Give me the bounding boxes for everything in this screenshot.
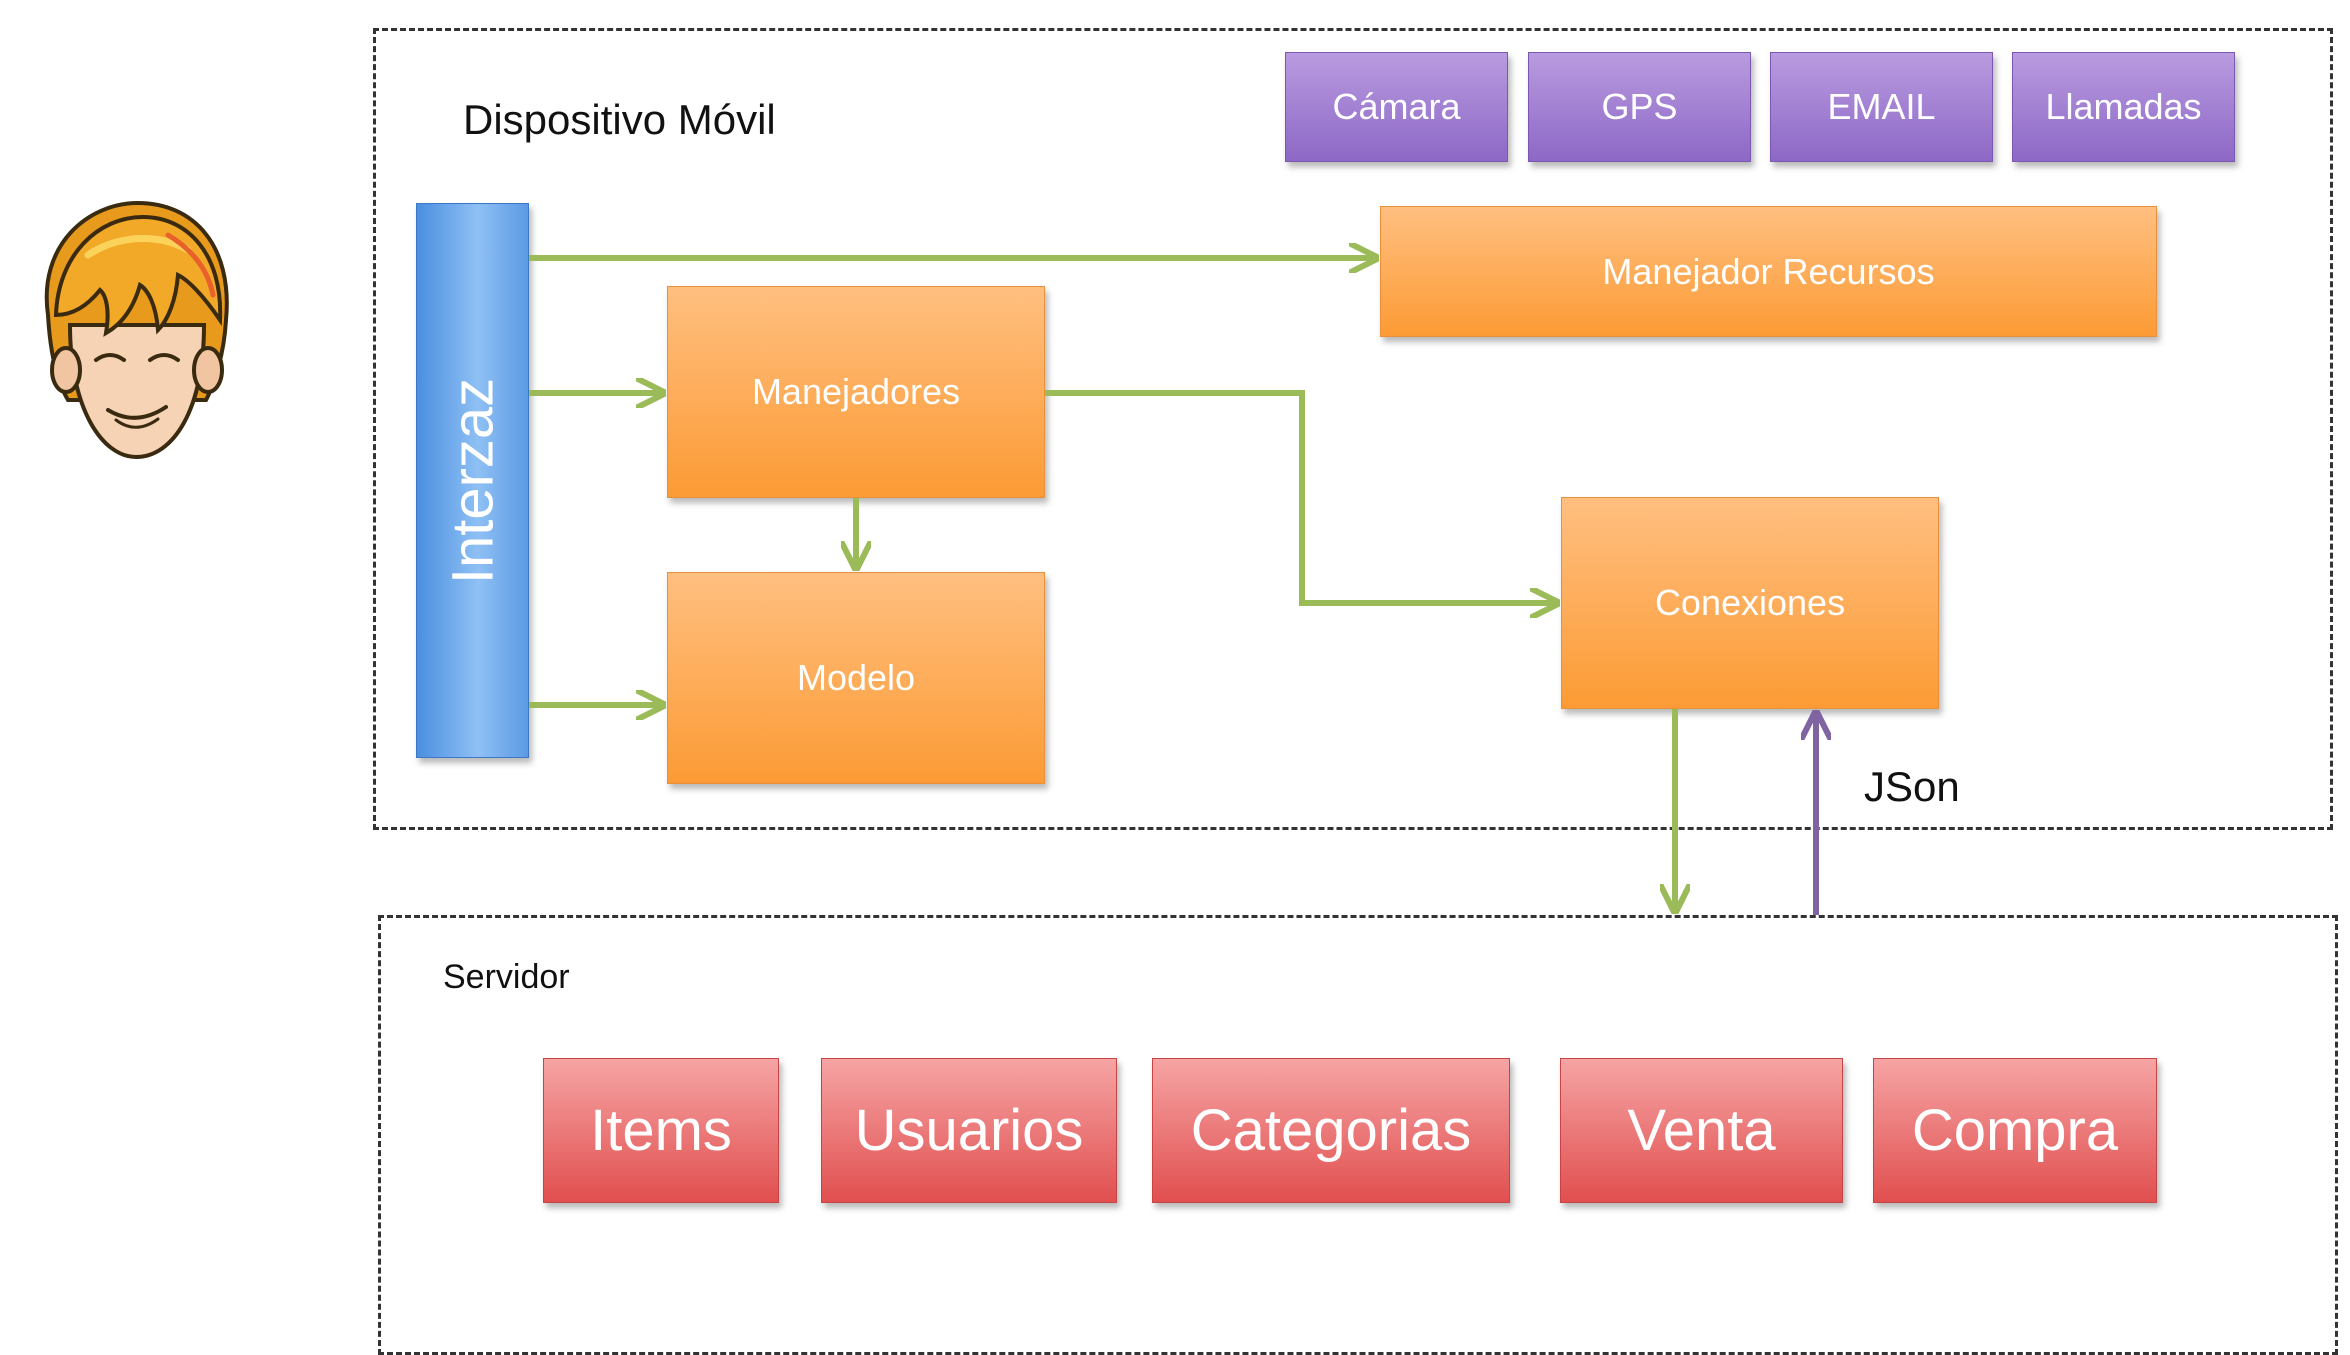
connections-box: Conexiones (1561, 497, 1939, 709)
resource-manager-box: Manejador Recursos (1380, 206, 2157, 337)
server-title: Servidor (443, 958, 570, 996)
users-module-box: Usuarios (821, 1058, 1117, 1203)
user-avatar-icon (28, 195, 238, 465)
categories-module-box: Categorias (1152, 1058, 1510, 1203)
camera-resource-box: Cámara (1285, 52, 1508, 162)
handlers-box: Manejadores (667, 286, 1045, 498)
mobile-device-container (373, 28, 2333, 830)
mobile-device-title: Dispositivo Móvil (463, 96, 776, 143)
items-module-box: Items (543, 1058, 779, 1203)
model-box: Modelo (667, 572, 1045, 784)
arrow-handlers-to-connections (1045, 390, 1557, 603)
calls-resource-box: Llamadas (2012, 52, 2235, 162)
interface-bar: Interzaz (416, 203, 529, 758)
email-resource-box: EMAIL (1770, 52, 1993, 162)
sales-module-box: Venta (1560, 1058, 1843, 1203)
gps-resource-box: GPS (1528, 52, 1751, 162)
json-label: JSon (1864, 763, 1960, 810)
purchases-module-box: Compra (1873, 1058, 2157, 1203)
